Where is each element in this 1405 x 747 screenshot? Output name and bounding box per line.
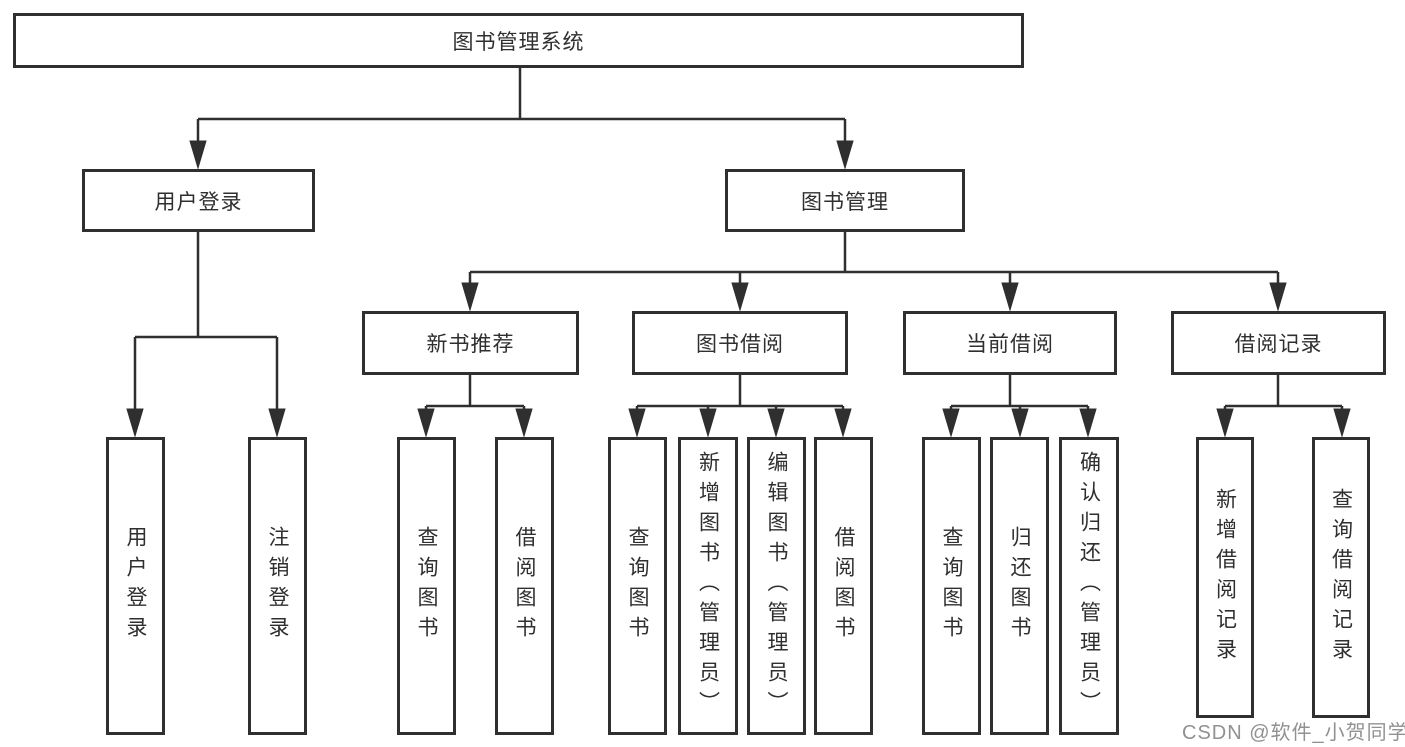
leaf-records-add-record-label: 新增借阅记录 [1213, 487, 1237, 668]
csdn-watermark: CSDN @软件_小贺同学 [1182, 722, 1405, 744]
node-user-login-label: 用户登录 [154, 190, 243, 214]
connector-borrow-children [628, 375, 852, 438]
leaf-newbooks-query-book: 查询图书 [397, 437, 456, 735]
leaf-current-query-book-label: 查询图书 [940, 526, 963, 646]
connector-root-to-level2 [189, 68, 854, 170]
connector-book-mgmt-children [461, 232, 1287, 312]
node-book-management-label: 图书管理 [801, 190, 889, 214]
node-current-borrow-label: 当前借阅 [966, 333, 1054, 356]
node-book-management: 图书管理 [725, 169, 965, 232]
leaf-current-return-book: 归还图书 [990, 437, 1049, 735]
leaf-logout-label: 注销登录 [266, 526, 289, 646]
node-current-borrow: 当前借阅 [903, 311, 1117, 375]
leaf-borrow-query-book: 查询图书 [608, 437, 667, 735]
node-new-book-recommend-label: 新书推荐 [426, 333, 515, 356]
connector-records-children [1216, 375, 1351, 438]
connector-current-children [942, 375, 1097, 438]
leaf-records-add-record: 新增借阅记录 [1196, 437, 1254, 718]
leaf-current-return-book-label: 归还图书 [1008, 526, 1031, 646]
leaf-borrow-query-book-label: 查询图书 [626, 526, 649, 646]
node-system-root-label: 图书管理系统 [452, 30, 585, 54]
leaf-current-query-book: 查询图书 [922, 437, 981, 735]
leaf-newbooks-query-book-label: 查询图书 [415, 526, 438, 646]
leaf-borrow-edit-book-admin-label: 编辑图书（管理员） [765, 451, 788, 721]
node-book-borrow-label: 图书借阅 [696, 333, 784, 356]
leaf-newbooks-borrow-book-label: 借阅图书 [513, 526, 536, 646]
connector-new-books-children [417, 375, 533, 438]
leaf-borrow-borrow-book-label: 借阅图书 [832, 526, 855, 646]
leaf-current-confirm-return-admin-label: 确认归还（管理员） [1077, 451, 1101, 721]
leaf-newbooks-borrow-book: 借阅图书 [495, 437, 554, 735]
node-system-root: 图书管理系统 [13, 13, 1024, 68]
leaf-current-confirm-return-admin: 确认归还（管理员） [1059, 437, 1119, 735]
node-user-login: 用户登录 [82, 169, 315, 232]
leaf-logout: 注销登录 [248, 437, 307, 735]
leaf-records-query-record-label: 查询借阅记录 [1329, 487, 1353, 668]
node-borrow-records-label: 借阅记录 [1234, 333, 1323, 356]
leaf-user-login: 用户登录 [106, 437, 165, 735]
node-book-borrow: 图书借阅 [632, 311, 848, 375]
leaf-user-login-label: 用户登录 [124, 526, 147, 646]
leaf-borrow-add-book-admin-label: 新增图书（管理员） [696, 451, 720, 721]
node-borrow-records: 借阅记录 [1171, 311, 1386, 375]
node-new-book-recommend: 新书推荐 [362, 311, 579, 375]
leaf-borrow-add-book-admin: 新增图书（管理员） [678, 437, 738, 735]
leaf-borrow-edit-book-admin: 编辑图书（管理员） [747, 437, 806, 735]
connector-user-login-children [126, 232, 286, 438]
leaf-records-query-record: 查询借阅记录 [1312, 437, 1370, 718]
leaf-borrow-borrow-book: 借阅图书 [814, 437, 873, 735]
